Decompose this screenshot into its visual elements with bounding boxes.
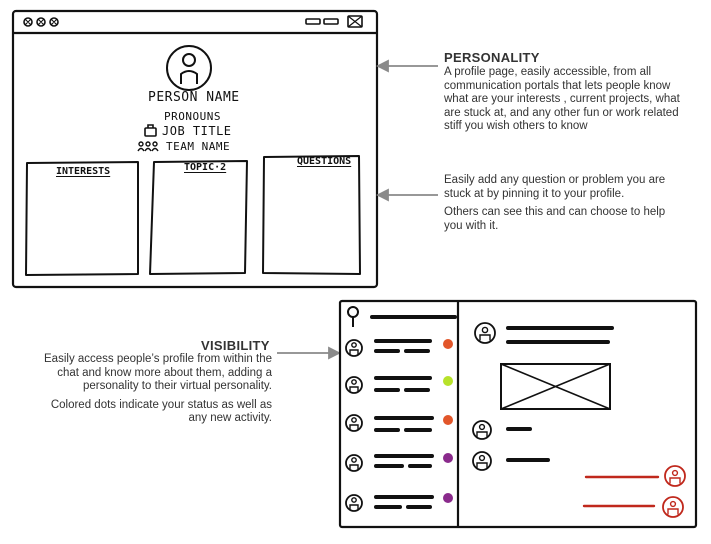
close-icon[interactable] (347, 15, 363, 28)
status-dot (443, 453, 453, 463)
personality-line: stiff you wish others to know (444, 120, 588, 132)
personality-line: are stuck at, and any other fun or work … (444, 106, 679, 119)
contact-item[interactable] (345, 339, 432, 357)
chat-window-frame (338, 299, 698, 529)
pinning-line: Easily add any question or problem you a… (444, 174, 666, 186)
contact-list (345, 339, 434, 512)
pinning-description: Easily add any question or problem you a… (444, 174, 706, 233)
image-attachment[interactable] (500, 363, 611, 410)
status-dot (443, 339, 453, 349)
profile-panels (25, 155, 361, 276)
personality-line: what are your interests , current projec… (444, 93, 680, 105)
window-circle-icon[interactable] (36, 17, 46, 27)
visibility-heading: VISIBILITY (201, 338, 270, 353)
avatar-icon (345, 339, 363, 357)
window-circle-icon[interactable] (49, 17, 59, 27)
status-dot (443, 415, 453, 425)
message (472, 451, 550, 471)
visibility-line: Colored dots indicate your status as wel… (50, 398, 272, 411)
avatar-icon (345, 414, 363, 432)
pinning-line: stuck at by pinning it to your profile. (444, 187, 625, 200)
window-controls-left (23, 17, 59, 27)
pinning-line: Others can see this and can choose to he… (444, 206, 666, 218)
personality-heading: PERSONALITY (444, 50, 540, 65)
status-dot (443, 493, 453, 503)
team-name: TEAM NAME (166, 140, 231, 153)
avatar-icon (664, 465, 686, 487)
reply-message (582, 496, 684, 518)
panel-title-questions: QUESTIONS (297, 156, 352, 167)
contact-item[interactable] (345, 494, 434, 512)
avatar-icon (472, 451, 492, 471)
arrow-visibility-icon (328, 346, 342, 360)
panel-title-topic-2: TOPIC·2 (184, 162, 227, 173)
avatar-icon (345, 454, 363, 472)
avatar-icon (474, 322, 496, 344)
visibility-line: personality to their virtual personality… (83, 380, 272, 392)
personality-line: communication portals that lets people k… (444, 79, 671, 92)
visibility-line: Easily access people’s profile from with… (44, 353, 272, 365)
panel-questions (262, 155, 361, 275)
profile-avatar (166, 45, 212, 91)
avatar-icon (345, 494, 363, 512)
contact-item[interactable] (345, 454, 434, 472)
team-icon (137, 141, 159, 152)
visibility-description: Easily access people’s profile from with… (10, 353, 272, 426)
window-circle-icon[interactable] (23, 17, 33, 27)
message (472, 420, 532, 440)
job-title: JOB TITLE (162, 124, 232, 138)
pronouns: PRONOUNS (164, 110, 221, 123)
panel-interests (25, 161, 139, 276)
contact-item[interactable] (345, 414, 434, 432)
profile-window-frame (11, 9, 379, 289)
pinning-line: you with it. (444, 219, 499, 232)
conversation-pane (472, 322, 686, 518)
visibility-line: any new activity. (188, 412, 272, 424)
personality-description: A profile page, easily accessible, from … (444, 66, 706, 134)
panel-topic-2 (149, 160, 248, 275)
maximize-icon[interactable] (323, 18, 339, 25)
contact-item[interactable] (345, 376, 432, 394)
avatar-icon (472, 420, 492, 440)
avatar-icon (662, 496, 684, 518)
panel-title-interests: INTERESTS (56, 166, 111, 177)
chat-window (338, 299, 698, 529)
message-with-attachment (474, 322, 614, 410)
avatar-icon (345, 376, 363, 394)
status-dot (443, 376, 453, 386)
window-controls-right (305, 15, 363, 28)
status-dots (443, 339, 453, 503)
profile-window (11, 9, 379, 289)
reply-message (584, 465, 686, 487)
chat-search[interactable] (347, 306, 457, 327)
person-name: PERSON NAME (148, 90, 240, 105)
arrow-pinning-icon (375, 188, 389, 202)
job-title-icon (144, 124, 157, 137)
personality-line: A profile page, easily accessible, from … (444, 66, 652, 78)
avatar-head-icon (182, 53, 196, 67)
minimize-icon[interactable] (305, 18, 321, 25)
visibility-line: chat and know more about them, adding a (57, 366, 272, 379)
arrows (277, 59, 438, 360)
search-icon[interactable] (347, 306, 359, 318)
arrow-personality-icon (375, 59, 389, 73)
